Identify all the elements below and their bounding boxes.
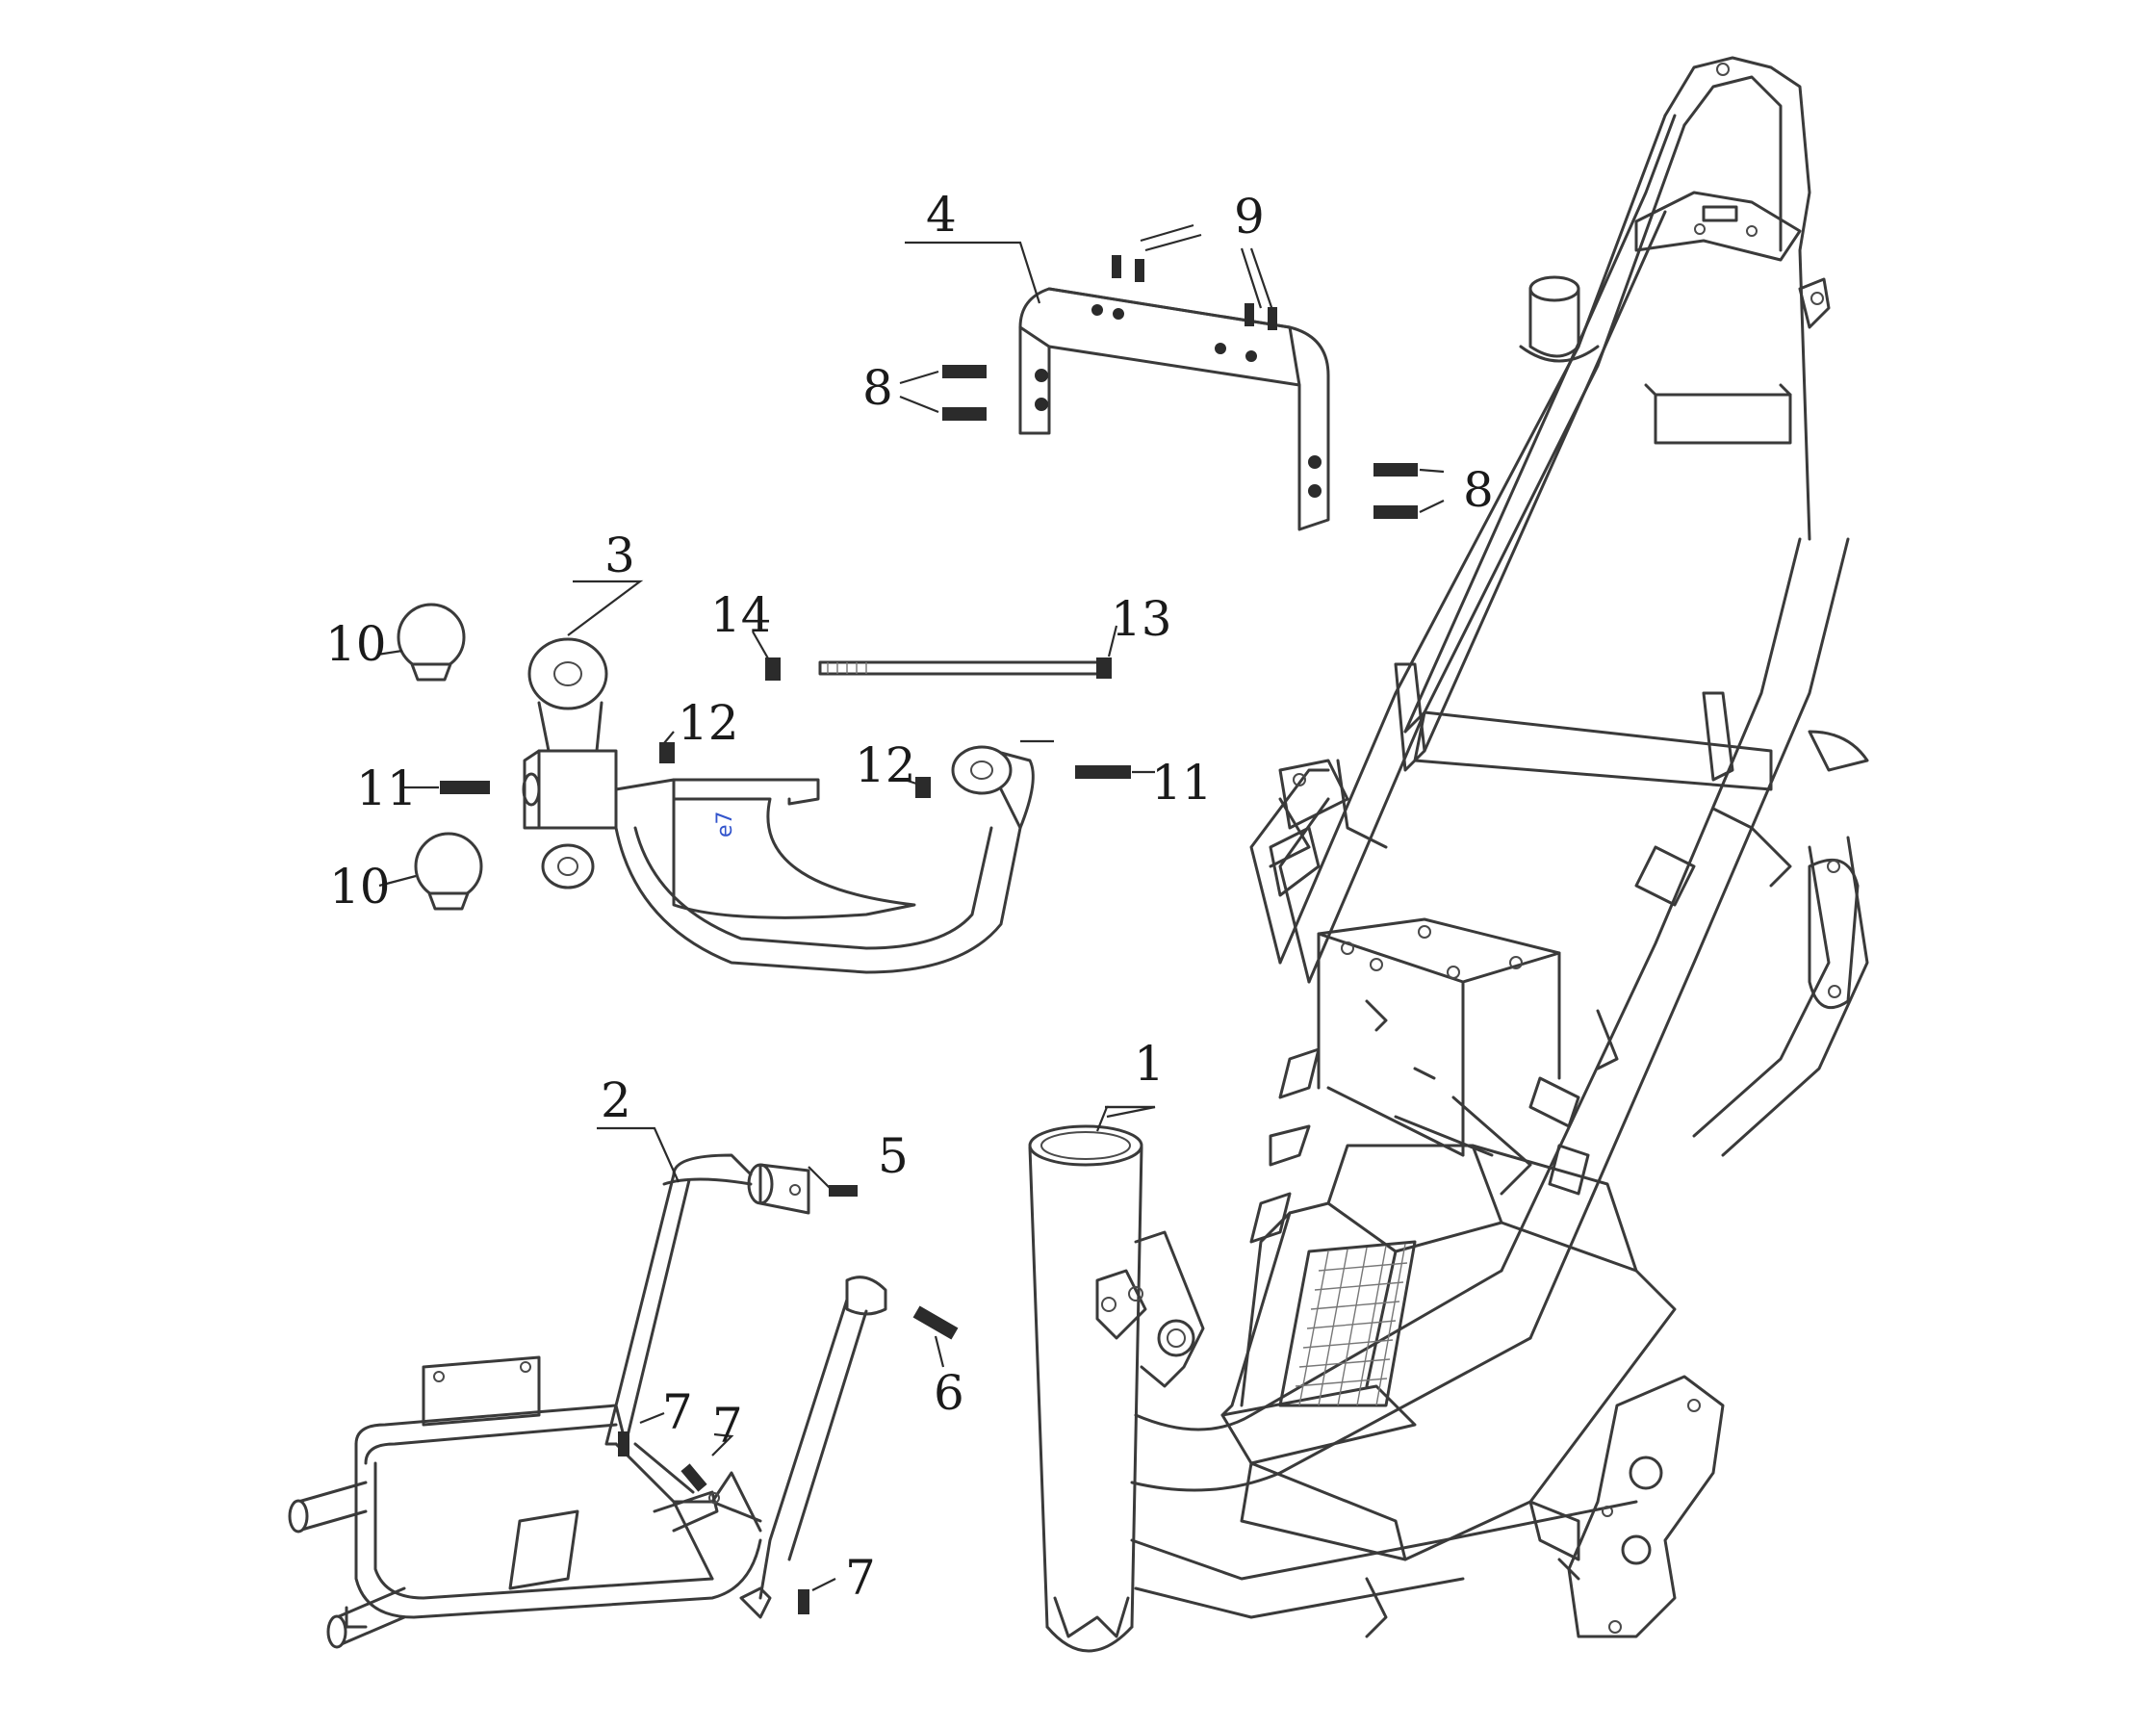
- floor-box: [1220, 1144, 1677, 1561]
- callout-numbers: 1 2 3 4 5 6 7 7 7 8 8 9 10 10 11 11 12 1…: [325, 187, 1494, 1606]
- callout-8a: 8: [862, 360, 893, 416]
- front-sub-frame: [288, 1153, 887, 1649]
- main-frame: [1028, 56, 1869, 1653]
- callout-2: 2: [601, 1072, 631, 1128]
- nut-14: [765, 657, 781, 681]
- engine-hanger-arm: e7: [522, 637, 1035, 974]
- callout-14: 14: [710, 587, 772, 643]
- part-mark: e7: [713, 811, 737, 838]
- callout-1: 1: [1134, 1036, 1165, 1092]
- nuts-12: [659, 742, 931, 798]
- callout-7a: 7: [662, 1384, 693, 1440]
- engine-mount-plate: [1528, 1375, 1725, 1638]
- callout-8b: 8: [1463, 462, 1494, 518]
- long-bolt-13: [818, 657, 1112, 679]
- callout-4: 4: [926, 187, 957, 243]
- battery-box: [1317, 917, 1561, 1196]
- callout-12a: 12: [678, 695, 739, 751]
- callout-13: 13: [1111, 591, 1172, 647]
- bolt-5: [829, 1185, 858, 1197]
- tail-section: [1519, 56, 1831, 541]
- callout-7b: 7: [712, 1398, 743, 1454]
- callout-9: 9: [1234, 189, 1265, 245]
- bolts-11: [440, 765, 1131, 794]
- hanger-bracket: [1018, 287, 1330, 531]
- floor-mesh: [1278, 1240, 1417, 1407]
- callout-11a: 11: [356, 760, 418, 816]
- rubber-caps-10: [397, 603, 483, 911]
- callout-5: 5: [878, 1128, 909, 1184]
- callout-12b: 12: [855, 737, 916, 793]
- callout-6: 6: [934, 1365, 964, 1421]
- callout-3: 3: [604, 528, 635, 583]
- bolts-9: [1112, 255, 1277, 330]
- callout-7c: 7: [845, 1550, 876, 1606]
- bolts-8: [942, 365, 1418, 519]
- head-tube: [1028, 1124, 1143, 1653]
- callout-11b: 11: [1151, 755, 1213, 811]
- callout-10b: 10: [329, 859, 391, 915]
- callout-10a: 10: [325, 616, 387, 672]
- bolt-6: [912, 1305, 959, 1340]
- bolts-7: [618, 1431, 809, 1614]
- leader-lines: [376, 223, 1445, 1591]
